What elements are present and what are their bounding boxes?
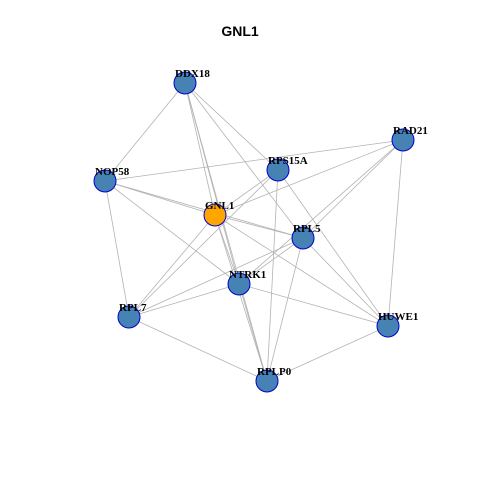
edge-rpl7-rplp0 [128,316,268,382]
edge-nop58-rpl5 [104,180,304,239]
edge-rad21-ntrk1 [238,139,404,285]
node-label: DDX18 [175,68,210,80]
edge-rps15a-rpl7 [128,169,279,318]
edge-rps15a-rplp0 [266,169,279,382]
node-nop58[interactable]: NOP58 [93,166,130,193]
node-label: RPS15A [268,155,308,167]
edge-ddx18-nop58 [104,82,186,182]
edge-rpl5-rpl7 [128,237,304,318]
edge-gnl1-rpl7 [128,214,216,318]
node-circle[interactable] [376,314,400,338]
node-label: RPL5 [293,223,321,235]
node-label: NTRK1 [229,269,266,281]
node-circle[interactable] [117,305,141,329]
node-circle[interactable] [255,369,279,393]
edges-layer [104,82,404,382]
edge-rpl5-rplp0 [266,237,304,382]
node-rpl5[interactable]: RPL5 [291,223,321,250]
node-circle[interactable] [93,169,117,193]
edge-ddx18-rpl5 [184,82,304,239]
edge-gnl1-huwe1 [214,214,389,327]
node-rpl7[interactable]: RPL7 [117,302,147,329]
node-rad21[interactable]: RAD21 [391,125,428,152]
edge-rps15a-gnl1 [214,169,279,216]
node-circle[interactable] [173,71,197,95]
edge-ddx18-rps15a [184,82,279,171]
edge-ntrk1-rplp0 [238,283,268,382]
node-label: GNL1 [205,200,234,212]
edge-ddx18-rplp0 [184,82,268,382]
edge-rad21-rpl5 [302,139,404,239]
edge-rpl5-huwe1 [302,237,389,327]
node-label: RPLP0 [257,366,292,378]
edge-rpl5-ntrk1 [238,237,304,285]
node-label: RAD21 [393,125,428,137]
edge-ntrk1-rpl7 [128,283,240,318]
node-circle[interactable] [227,272,251,296]
node-circle[interactable] [203,203,227,227]
edge-rad21-gnl1 [214,139,404,216]
diagram-title: GNL1 [221,23,259,39]
edge-huwe1-rplp0 [266,325,389,382]
node-circle[interactable] [266,158,290,182]
edge-gnl1-rpl5 [214,214,304,239]
node-label: HUWE1 [378,311,418,323]
node-label: RPL7 [119,302,147,314]
node-circle[interactable] [391,128,415,152]
edge-rad21-nop58 [104,139,404,182]
edge-ntrk1-huwe1 [238,283,389,327]
node-huwe1[interactable]: HUWE1 [376,311,418,338]
edge-gnl1-rplp0 [214,214,268,382]
node-ddx18[interactable]: DDX18 [173,68,210,95]
node-rplp0[interactable]: RPLP0 [255,366,292,393]
node-rps15a[interactable]: RPS15A [266,155,308,182]
edge-rps15a-huwe1 [277,169,389,327]
node-ntrk1[interactable]: NTRK1 [227,269,266,296]
edge-nop58-ntrk1 [104,180,240,285]
edge-nop58-rpl7 [104,180,130,318]
edge-rad21-huwe1 [387,139,404,327]
node-circle[interactable] [291,226,315,250]
node-gnl1[interactable]: GNL1 [203,200,234,227]
node-label: NOP58 [95,166,130,178]
edge-ddx18-gnl1 [184,82,216,216]
